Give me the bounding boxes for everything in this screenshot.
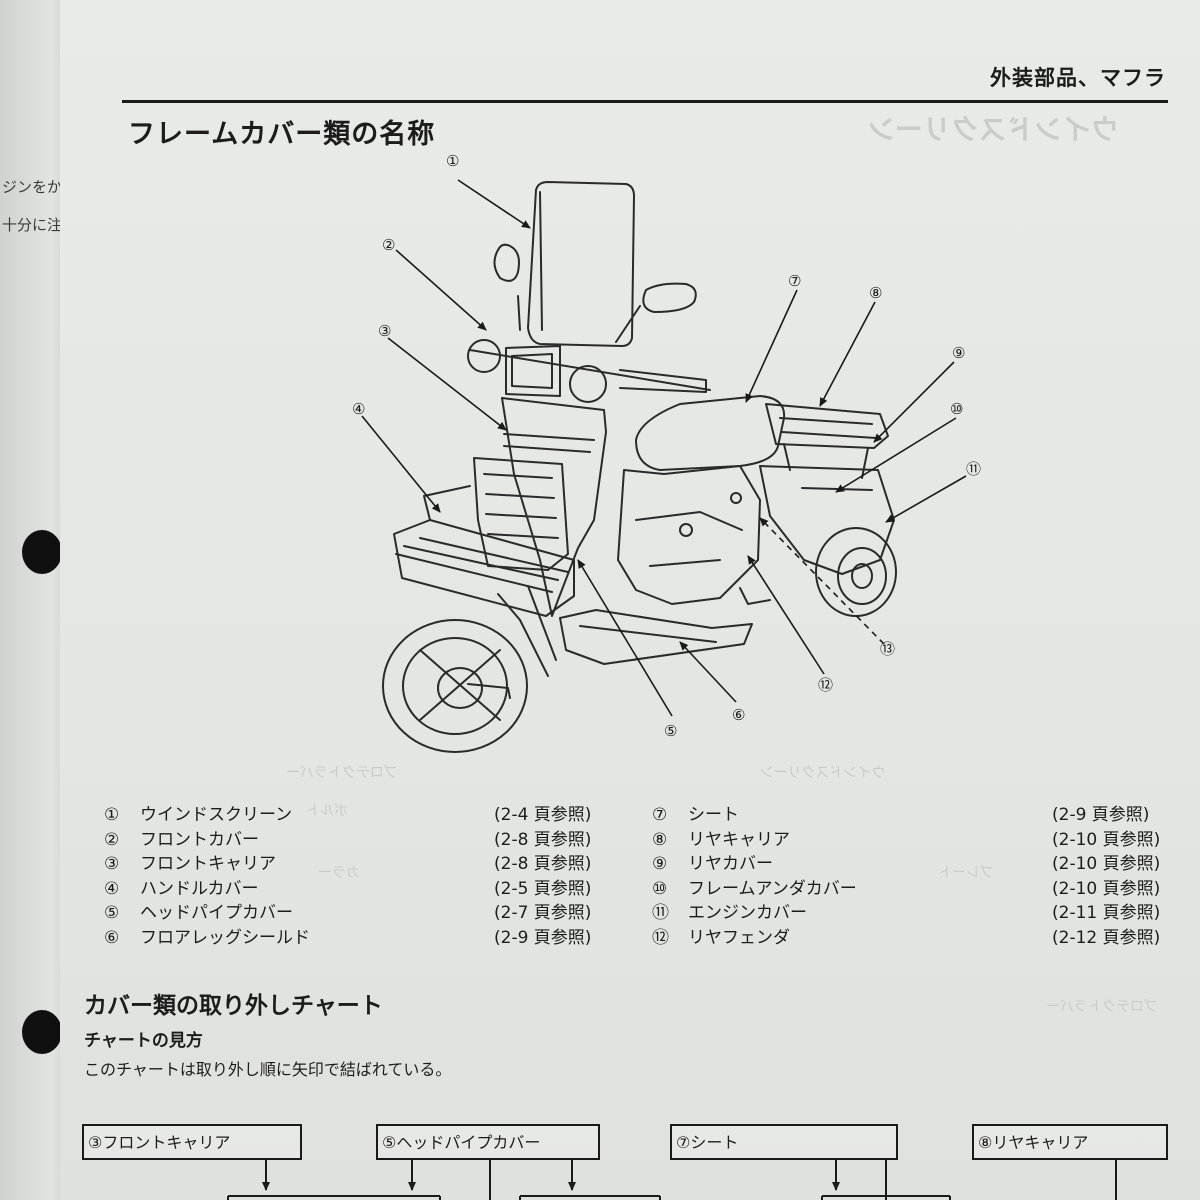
callout-11: ⑪ xyxy=(966,460,981,478)
manual-page xyxy=(60,0,1200,1200)
chart-box-seat: ⑦シート xyxy=(670,1124,898,1160)
chart-box-head-pipe-cover: ⑤ヘッドパイプカバー xyxy=(376,1124,600,1160)
callout-9: ⑨ xyxy=(952,344,965,362)
callout-4: ④ xyxy=(352,400,365,418)
callout-10: ⑩ xyxy=(950,400,963,418)
page-title: フレームカバー類の名称 xyxy=(128,119,436,150)
section-subtitle: チャートの見方 xyxy=(84,1031,203,1051)
callout-6: ⑥ xyxy=(732,706,745,724)
chart-box-front-carrier: ③フロントキャリア xyxy=(82,1124,302,1160)
callout-12: ⑫ xyxy=(818,676,833,694)
section-header: 外装部品、マフラ xyxy=(990,66,1166,90)
callout-7: ⑦ xyxy=(788,272,801,290)
facing-page-text: 十分に注 xyxy=(2,216,63,234)
callout-8: ⑧ xyxy=(869,284,882,302)
section-description: このチャートは取り外し順に矢印で結ばれている。 xyxy=(84,1060,452,1079)
chart-box-rear-carrier: ⑧リヤキャリア xyxy=(972,1124,1168,1160)
callout-1: ① xyxy=(446,152,459,170)
binder-hole xyxy=(22,1010,62,1054)
binder-hole xyxy=(22,530,62,574)
callout-2: ② xyxy=(382,236,395,254)
callout-13: ⑬ xyxy=(880,640,895,658)
facing-page-text: ジンをか xyxy=(2,178,63,196)
callout-3: ③ xyxy=(378,322,391,340)
section-title: カバー類の取り外しチャート xyxy=(84,993,383,1019)
header-rule xyxy=(122,100,1168,103)
callout-5: ⑤ xyxy=(664,722,677,740)
